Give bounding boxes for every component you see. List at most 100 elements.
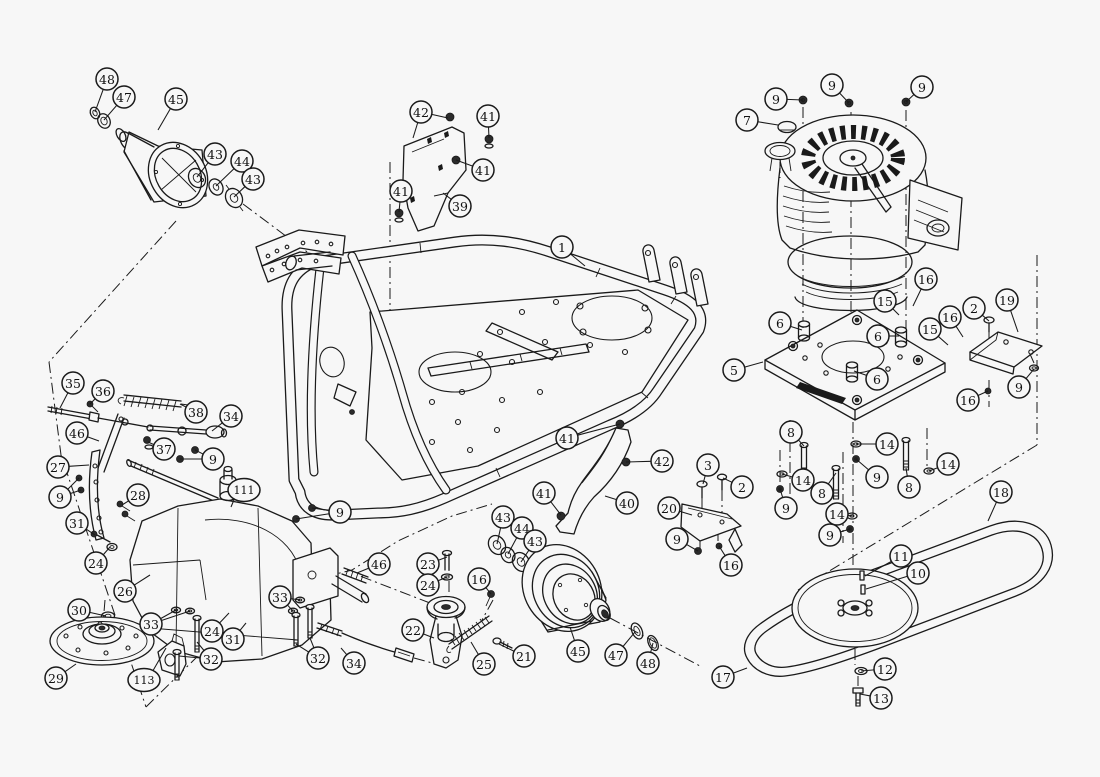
callout-34[interactable]: 34 [211,404,243,432]
callout-42[interactable]: 42 [409,100,449,139]
callout-37[interactable]: 37 [147,437,176,461]
callout-24[interactable]: 24 [84,546,111,575]
callout-44[interactable]: 44 [507,516,534,555]
callout-7[interactable]: 7 [735,108,779,132]
callout-10[interactable]: 10 [865,561,930,590]
callout-46[interactable]: 46 [65,421,100,445]
callout-48[interactable]: 48 [636,642,660,675]
callout-16[interactable]: 16 [938,305,964,338]
callout-9[interactable]: 9 [1007,368,1035,399]
callout-9[interactable]: 9 [764,87,804,111]
callout-44[interactable]: 44 [215,149,254,187]
callout-9[interactable]: 9 [295,500,352,524]
callout-41[interactable]: 41 [389,179,413,213]
callout-6[interactable]: 6 [866,324,899,348]
callout-25[interactable]: 25 [470,641,496,676]
callout-47[interactable]: 47 [103,85,136,121]
callout-15[interactable]: 15 [873,289,900,316]
callout-31[interactable]: 31 [221,622,247,651]
callout-9[interactable]: 9 [818,523,851,547]
callout-8[interactable]: 8 [897,467,921,499]
callout-30[interactable]: 30 [67,598,107,622]
callout-31[interactable]: 31 [65,511,96,536]
callout-9[interactable]: 9 [48,477,82,509]
callout-42[interactable]: 42 [625,449,674,473]
callout-2[interactable]: 2 [962,296,990,322]
callout-9[interactable]: 9 [774,488,798,520]
svg-text:6: 6 [873,372,881,387]
svg-text:8: 8 [787,425,795,440]
callout-12[interactable]: 12 [860,657,897,681]
callout-8[interactable]: 8 [779,420,805,447]
callout-43[interactable]: 43 [520,529,547,563]
callout-8[interactable]: 8 [810,472,837,505]
callout-19[interactable]: 19 [995,288,1019,333]
callout-14[interactable]: 14 [928,452,960,476]
callout-43[interactable]: 43 [196,142,227,178]
callout-33[interactable]: 33 [268,585,301,612]
callout-21[interactable]: 21 [498,643,536,668]
callout-14[interactable]: 14 [781,468,815,492]
callout-15[interactable]: 15 [918,317,949,346]
callout-32[interactable]: 32 [178,641,223,671]
callout-32[interactable]: 32 [295,637,330,670]
callout-9[interactable]: 9 [905,75,934,103]
callout-16[interactable]: 16 [956,388,989,412]
callout-113[interactable]: 113 [127,647,167,693]
callout-1[interactable]: 1 [550,235,586,267]
bolt-8 [901,436,911,471]
callout-14[interactable]: 14 [856,432,899,456]
callout-9[interactable]: 9 [180,447,225,471]
callout-47[interactable]: 47 [604,631,636,667]
callout-27[interactable]: 27 [46,455,90,479]
callout-24[interactable]: 24 [416,573,448,597]
callout-41[interactable]: 41 [476,104,500,139]
callout-33[interactable]: 33 [139,609,191,636]
callout-45[interactable]: 45 [157,87,188,131]
callout-9[interactable]: 9 [820,73,850,104]
callout-43[interactable]: 43 [233,167,265,198]
callout-6[interactable]: 6 [768,311,803,335]
callout-48[interactable]: 48 [94,67,119,113]
callout-5[interactable]: 5 [722,358,764,382]
callout-45[interactable]: 45 [566,626,590,663]
callout-41[interactable]: 41 [532,481,562,516]
callout-23[interactable]: 23 [416,552,448,576]
callout-13[interactable]: 13 [859,686,893,710]
callout-38[interactable]: 38 [179,400,208,424]
callout-18[interactable]: 18 [987,480,1013,522]
callout-111[interactable]: 111 [227,477,261,508]
svg-text:9: 9 [782,501,790,516]
callout-39[interactable]: 39 [442,192,472,218]
callout-11[interactable]: 11 [864,544,913,577]
callout-40[interactable]: 40 [604,491,639,515]
callout-16[interactable]: 16 [718,545,743,577]
svg-text:2: 2 [738,480,746,495]
callout-43[interactable]: 43 [491,505,515,545]
callout-9[interactable]: 9 [665,527,699,552]
callout-22[interactable]: 22 [401,618,435,642]
callout-26[interactable]: 26 [113,574,151,603]
callout-24[interactable]: 24 [200,612,230,643]
callout-46[interactable]: 46 [356,552,391,576]
callout-20[interactable]: 20 [657,496,693,520]
callout-36[interactable]: 36 [89,379,115,405]
callout-3[interactable]: 3 [696,453,720,485]
callout-28[interactable]: 28 [121,483,150,507]
callout-17[interactable]: 17 [711,665,748,689]
callout-34[interactable]: 34 [340,647,366,675]
callout-16[interactable]: 16 [467,567,492,595]
svg-text:14: 14 [829,507,845,522]
callout-2[interactable]: 2 [722,475,754,499]
svg-text:9: 9 [772,92,780,107]
callout-41[interactable]: 41 [555,423,621,450]
callout-41[interactable]: 41 [455,158,495,182]
callout-16[interactable]: 16 [912,267,938,307]
callout-9[interactable]: 9 [855,458,889,489]
callout-14[interactable]: 14 [825,502,853,526]
callout-35[interactable]: 35 [59,371,85,409]
svg-text:15: 15 [922,322,938,337]
callout-6[interactable]: 6 [853,367,889,391]
callout-29[interactable]: 29 [44,663,77,690]
